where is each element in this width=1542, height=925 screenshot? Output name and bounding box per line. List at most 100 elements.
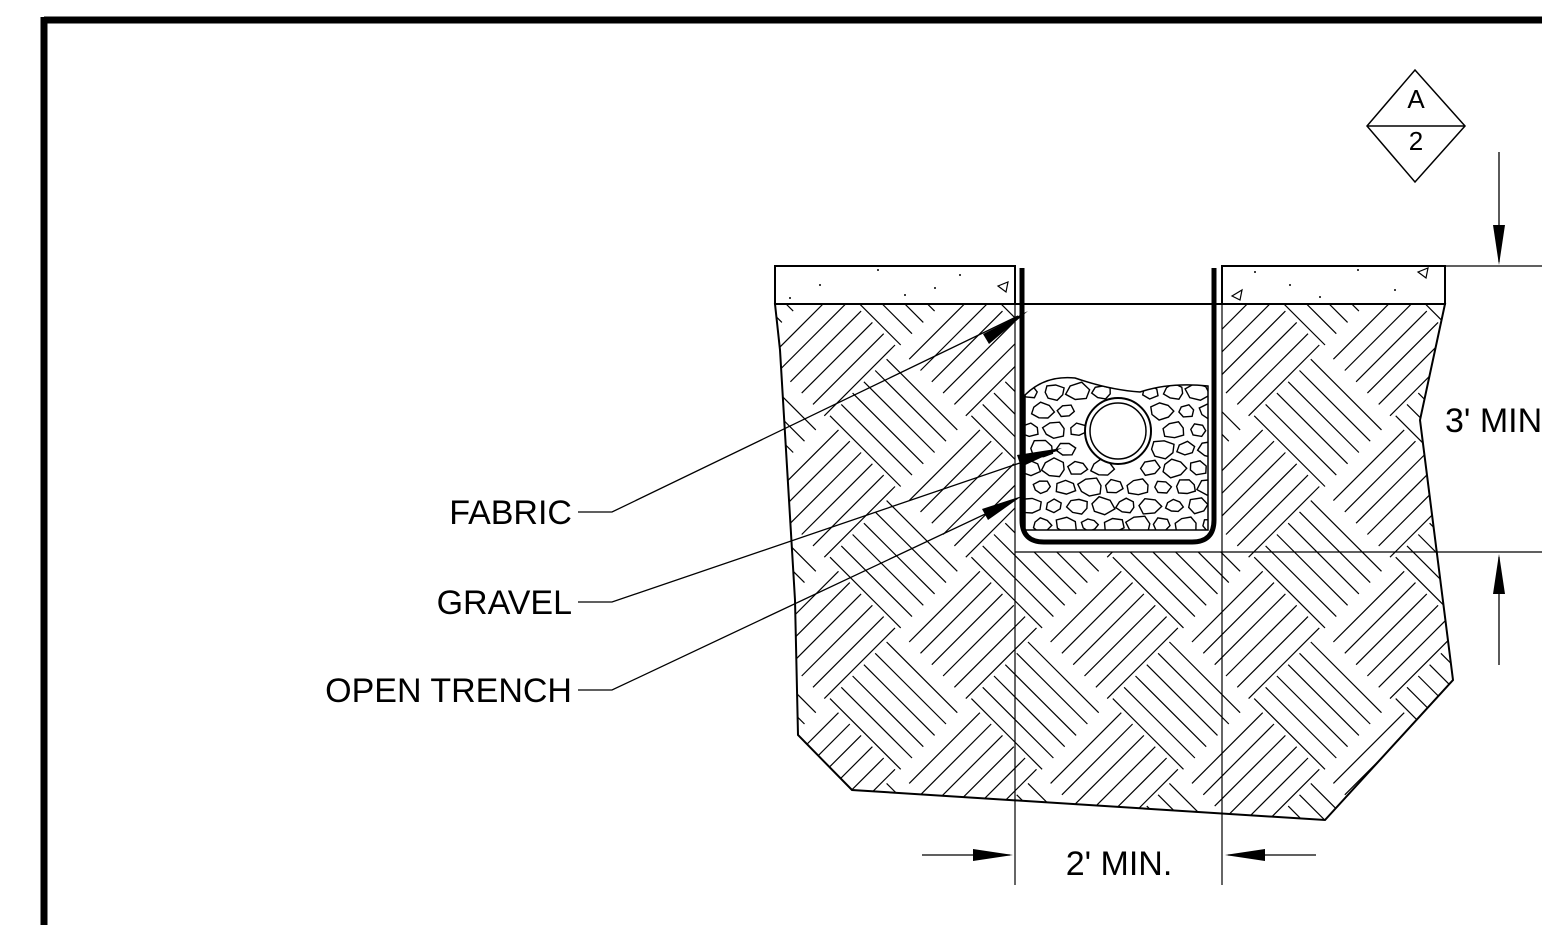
soil-hatch-line [920,582,992,654]
soil-hatch-line [942,604,1015,677]
soil-hatch-line [1332,429,1405,502]
soil-hatch-line [1061,582,1134,654]
gravel-stone [1150,440,1175,460]
dimension-width: 2' MIN. [1066,845,1173,883]
soil-hatch-line [863,522,936,595]
soil-hatch-line [908,304,981,360]
gravel-stone [1162,458,1188,479]
width-dimension [922,849,1316,861]
soil-hatch-line [874,511,947,584]
soil-hatch-line [1395,556,1453,629]
gravel-stone [1032,480,1052,495]
soil-hatch-line [789,593,862,666]
soil-hatch-line [1366,321,1439,394]
soil-hatch-line [1310,358,1382,431]
gravel-stone [1152,517,1171,530]
soil-hatch-line [1202,582,1275,654]
soil-hatch-line [1332,304,1405,360]
soil-hatch-line [840,545,913,618]
soil-hatch-line [1191,712,1264,784]
soil-hatch-line [931,593,1003,666]
soil-hatch-line [1027,641,1100,714]
soil-hatch-line [920,304,992,371]
gravel-stone [1054,442,1077,456]
soil-hatch-line [1429,664,1453,736]
gravel-stone [1103,517,1125,530]
soil-hatch-line [1344,304,1416,371]
soil-hatch-line [1276,534,1349,606]
soil-hatch-line [801,463,873,535]
soil-hatch-line [789,310,862,383]
soil-hatch-line [789,452,862,524]
soil-hatch-line [1236,616,1309,688]
soil-hatch-line [1225,604,1298,677]
soil-hatch-line [1225,463,1298,535]
fabric-leader [578,311,1028,513]
soil-hatch-line [920,440,992,513]
soil-hatch-line [1050,712,1122,784]
soil-hatch-line [931,734,1003,807]
label-gravel: GRAVEL [437,584,572,622]
gravel-leader [578,448,1062,603]
gravel-stone [1162,421,1185,439]
gravel-stone [1040,457,1065,478]
gravel-stone [1025,459,1042,477]
soil-hatch-line [829,556,902,629]
soil-hatch [775,304,1453,820]
soil-hatch-line [852,675,924,748]
soil-hatch-line [942,321,1015,394]
soil-hatch-line [1202,723,1275,796]
soil-hatch-line [1061,723,1134,796]
soil-hatch-line [886,641,958,714]
soil-hatch-line [1248,344,1320,417]
section-marker-letter: A [1407,84,1425,114]
gravel-stone [1176,440,1196,456]
soil-hatch-line [823,486,896,558]
soil-hatch-line [1417,675,1453,748]
soil-hatch-line [812,616,885,688]
open-trench-leader [578,496,1022,691]
soil-hatch-line [1276,304,1349,323]
gravel-stone [1196,441,1208,459]
soil-hatch-line [1214,593,1286,666]
soil-hatch-line [840,686,913,759]
soil-hatch-line [931,310,1003,383]
soil-hatch-line [886,500,958,572]
gravel-stone [1090,385,1111,400]
soil-hatch-line [801,321,873,394]
soil-hatch-line [942,463,1015,535]
soil-hatch-line [1253,304,1326,346]
gravel-stone [1138,497,1163,515]
soil-hatch-line [982,545,1054,618]
soil-outline [773,303,1455,822]
soil-hatch-line [1299,370,1371,442]
soil-hatch-line [931,452,1003,524]
gravel-stone [1162,382,1184,400]
gravel-stone [1187,497,1208,515]
soil-hatch-line [829,304,902,346]
soil-hatch-line [801,604,873,677]
soil-hatch-line [1106,768,1179,820]
soil-hatch-line [970,556,1043,629]
gravel-stone [1178,404,1195,418]
soil-hatch-line [1191,570,1264,643]
soil-hatch-line [1072,734,1145,807]
soil-hatch-line [1253,698,1326,770]
soil-hatch-line [1253,415,1326,487]
soil-hatch-line [840,304,913,335]
gravel-stone [1175,479,1197,495]
soil-hatch-line [1112,556,1184,629]
gravel-stone [1055,516,1078,530]
soil-hatch-line [982,686,1054,759]
soil-hatch-line [1157,652,1230,725]
soil-hatch-line [993,675,1066,748]
soil-hatch-line [953,616,1026,688]
gravel-stone [1032,517,1053,530]
soil-hatch-line [1072,593,1145,666]
gravel-stone [1150,402,1175,421]
soil-hatch-line [1287,381,1360,453]
soil-hatch-line [920,723,992,796]
gravel-stone [1055,479,1077,495]
gravel-stone [1065,498,1088,515]
soil-hatch-line [1236,474,1309,547]
